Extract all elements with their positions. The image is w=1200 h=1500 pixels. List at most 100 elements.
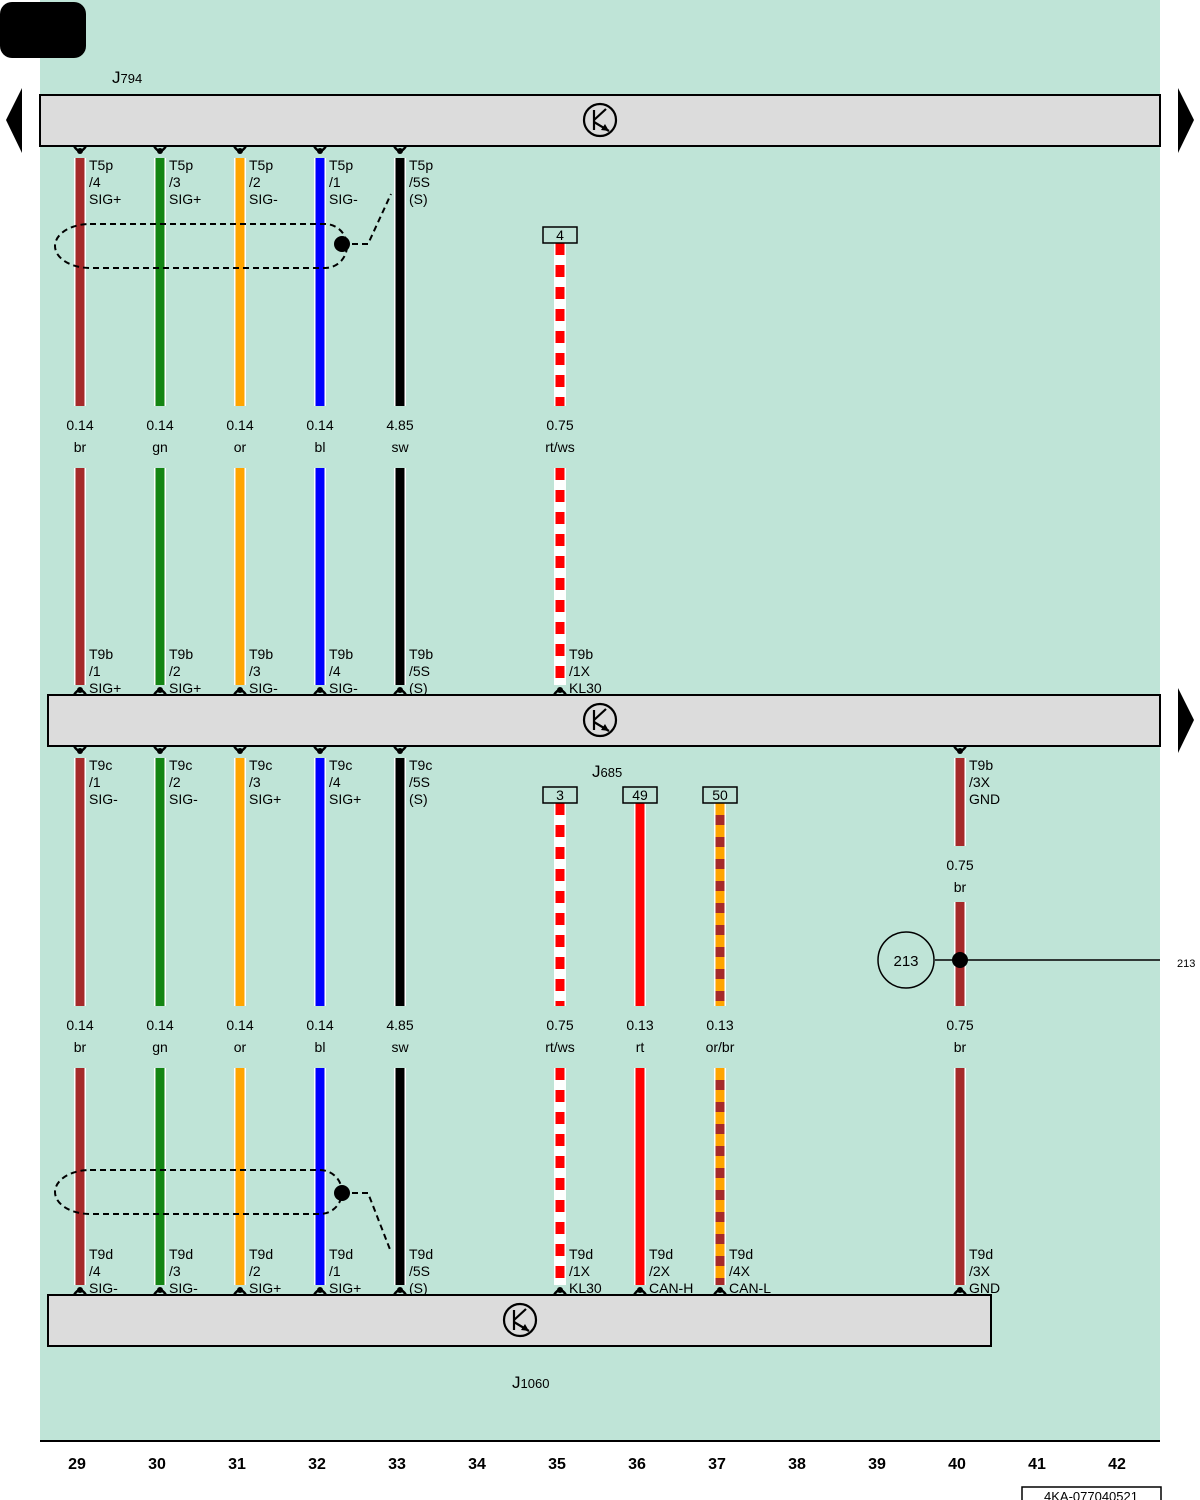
wire-col-36-bottom[interactable] [635, 803, 645, 1006]
pin-label-bottom: /3 [169, 1263, 181, 1279]
pin-label-top: SIG+ [329, 791, 361, 807]
wire-color-code: gn [152, 1039, 168, 1055]
column-number: 37 [708, 1456, 726, 1473]
wire-col-35-top-stripe [555, 568, 565, 578]
wire-col-37-bottom-stripe [715, 1124, 725, 1134]
connector-pin-dot [77, 748, 83, 754]
wire-cross-section: 4.85 [386, 1017, 413, 1033]
wire-col-31-top[interactable] [235, 158, 245, 406]
wire-col-29-bottom[interactable] [75, 1068, 85, 1285]
pin-label-top: /5S [409, 774, 430, 790]
wire-col-29-bottom[interactable] [75, 758, 85, 1006]
pin-label-top: SIG- [329, 191, 358, 207]
connector-pin-dot [717, 1287, 723, 1293]
wire-col-30-top[interactable] [155, 158, 165, 406]
pin-label-bottom: /1 [329, 1263, 341, 1279]
fuse-terminal-number: 3 [556, 787, 564, 803]
ground-point-213[interactable]: 213 [877, 931, 1160, 989]
wire-col-32-top[interactable] [315, 158, 325, 406]
pin-label-top: (S) [409, 191, 428, 207]
wire-col-32-bottom[interactable] [315, 758, 325, 1006]
wire-col-29-top[interactable] [75, 158, 85, 406]
wire-cross-section: 0.14 [226, 1017, 253, 1033]
connector-pin-dot [237, 148, 243, 154]
wire-color-code: or/br [706, 1039, 735, 1055]
wire-col-30-bottom[interactable] [155, 1068, 165, 1285]
wire-col-29-top[interactable] [75, 468, 85, 685]
wire-col-35-bottom-stripe [555, 969, 565, 979]
wire-color-code: gn [152, 439, 168, 455]
wire-col-35-top-stripe [555, 277, 565, 287]
connector-pin-dot [77, 148, 83, 154]
wire-col-35-bottom-stripe [555, 1190, 565, 1200]
module-j794-label: J794 [112, 68, 142, 87]
pin-label-bottom: /2 [249, 1263, 261, 1279]
pin-label-bottom: SIG- [329, 680, 358, 696]
wire-col-35-bottom-stripe [555, 1168, 565, 1178]
wire-col-32-top[interactable] [315, 468, 325, 685]
pin-label-bottom: T9d [969, 1246, 993, 1262]
connector-pin-dot [77, 687, 83, 693]
wire-col-35-top-stripe [555, 546, 565, 556]
pin-label-bottom: T9d [249, 1246, 273, 1262]
wire-col-31-top[interactable] [235, 468, 245, 685]
wire-cross-section: 0.75 [946, 857, 973, 873]
wire-col-37-bottom-stripe [715, 815, 725, 825]
wire-col-37-bottom-stripe [715, 1102, 725, 1112]
pin-label-bottom: CAN-H [649, 1280, 693, 1296]
fuse-terminal-box [542, 226, 578, 244]
connector-pin-dot [237, 748, 243, 754]
wire-col-37-bottom-stripe [715, 925, 725, 935]
pin-label-top: T9c [89, 757, 112, 773]
ground-circle-label: 213 [893, 953, 918, 970]
pin-label-top: /4 [329, 774, 341, 790]
wire-color-code: rt [636, 1039, 645, 1055]
wire-col-35-top-stripe [555, 678, 565, 685]
pin-label-bottom: T9d [89, 1246, 113, 1262]
wire-col-37-bottom-stripe [715, 1080, 725, 1090]
fuse-terminal-box [542, 786, 578, 804]
wire-col-36-bottom[interactable] [635, 1068, 645, 1285]
wire-cross-section: 0.14 [226, 417, 253, 433]
pin-label-bottom: SIG+ [89, 680, 121, 696]
control-unit-symbol-icon [502, 1302, 538, 1338]
pin-label-top: SIG- [89, 791, 118, 807]
wire-col-33-top[interactable] [395, 468, 405, 685]
wire-color-code: bl [315, 439, 326, 455]
wire-col-35-bottom-stripe [555, 1080, 565, 1090]
connector-pin-dot [237, 1287, 243, 1293]
wire-color-code: br [74, 439, 87, 455]
next-page-arrow-lower-icon[interactable] [1178, 688, 1194, 753]
wire-col-37-bottom-stripe [715, 1212, 725, 1222]
wire-col-35-bottom-stripe [555, 815, 565, 825]
wire-col-33-top[interactable] [395, 158, 405, 406]
wire-col-40-bottom[interactable] [955, 758, 965, 846]
wire-col-30-bottom[interactable] [155, 758, 165, 1006]
pin-label-top: /5S [409, 174, 430, 190]
pin-label-top: GND [969, 791, 1000, 807]
wire-col-37-bottom-stripe [715, 947, 725, 957]
control-unit-symbol-icon [582, 702, 618, 738]
wire-col-32-bottom[interactable] [315, 1068, 325, 1285]
doc-number: 4KA-077040521 [1044, 1489, 1138, 1500]
wire-col-35-bottom-stripe [555, 925, 565, 935]
prev-page-arrow-icon[interactable] [6, 88, 22, 153]
wire-col-33-bottom[interactable] [395, 1068, 405, 1285]
wire-col-40-bottom[interactable] [955, 1068, 965, 1285]
wire-col-35-top-stripe [555, 299, 565, 309]
wire-cross-section: 0.75 [546, 417, 573, 433]
fuse-terminal-number: 4 [556, 227, 564, 243]
pin-label-top: T9c [409, 757, 432, 773]
wire-col-31-bottom[interactable] [235, 1068, 245, 1285]
column-number: 33 [388, 1456, 406, 1473]
pin-label-bottom: /1 [89, 663, 101, 679]
wire-col-31-bottom[interactable] [235, 758, 245, 1006]
next-page-arrow-icon[interactable] [1178, 88, 1194, 153]
wire-col-30-top[interactable] [155, 468, 165, 685]
wire-col-33-bottom[interactable] [395, 758, 405, 1006]
column-number: 36 [628, 1456, 646, 1473]
wire-color-code: sw [391, 439, 409, 455]
page-tab-marker [0, 2, 86, 58]
pin-label-bottom: SIG- [249, 680, 278, 696]
